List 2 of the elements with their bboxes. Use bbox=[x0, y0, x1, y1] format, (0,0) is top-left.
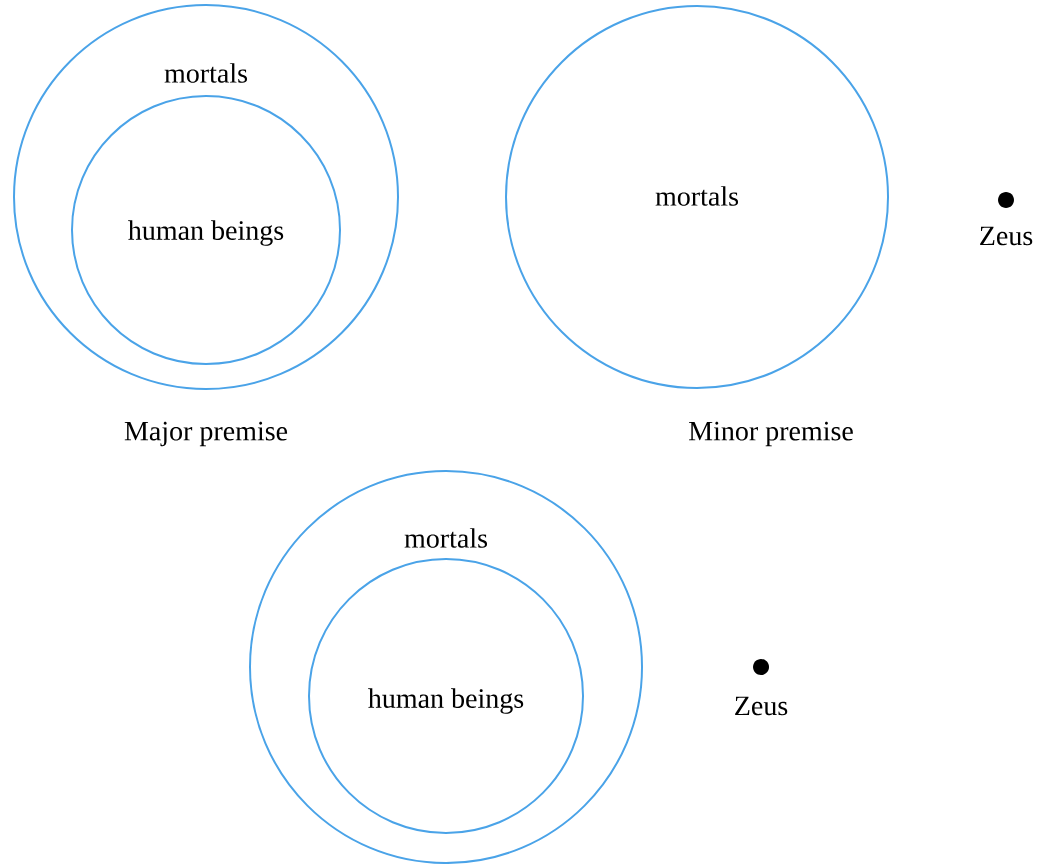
panel-caption: Minor premise bbox=[689, 421, 853, 447]
panel-caption: Major premise bbox=[124, 421, 288, 447]
